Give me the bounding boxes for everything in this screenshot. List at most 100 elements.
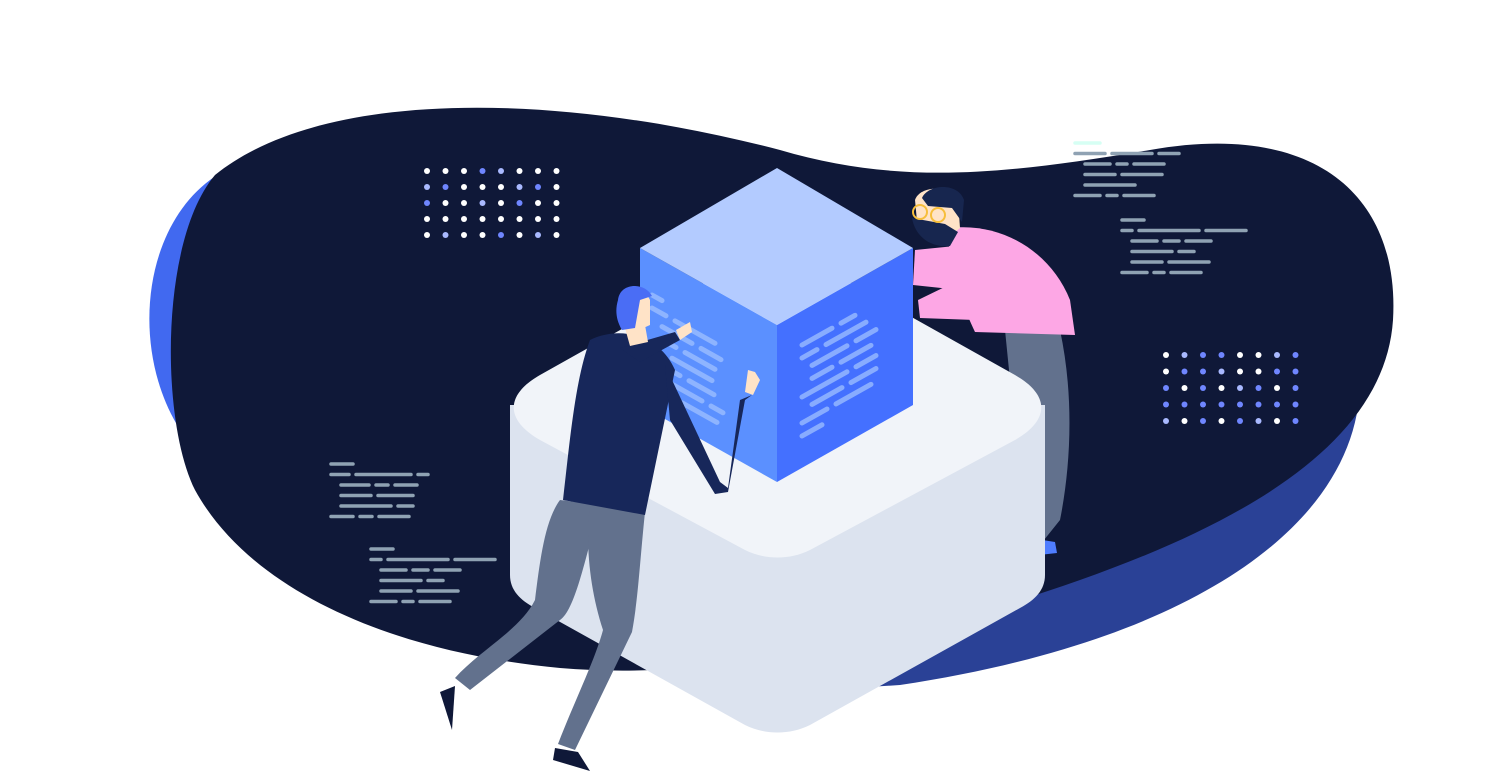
- cube-code-line: [698, 345, 724, 363]
- dot: [1218, 352, 1225, 358]
- cube-code-line: [823, 319, 869, 348]
- dot: [1200, 401, 1206, 408]
- dot: [1181, 401, 1188, 408]
- dot: [535, 232, 541, 238]
- dot: [1163, 385, 1169, 391]
- dot: [553, 200, 560, 206]
- cube-code-line: [659, 324, 695, 346]
- man2-torso: [949, 227, 1075, 335]
- man2-arm: [913, 245, 965, 290]
- dot: [1218, 401, 1225, 408]
- man1-leg-back: [455, 500, 600, 690]
- cube-code-line: [799, 406, 830, 426]
- code-cube: [640, 168, 913, 482]
- cube-right-face: [777, 248, 913, 482]
- cube-code-line: [809, 343, 850, 368]
- dot: [1200, 352, 1206, 358]
- dot: [498, 168, 504, 174]
- dot: [461, 184, 467, 190]
- dot: [1163, 418, 1169, 424]
- dot: [1274, 385, 1280, 391]
- dot: [1218, 418, 1225, 424]
- dot: [479, 216, 486, 222]
- cube-code-line: [853, 353, 879, 370]
- dot: [1237, 352, 1243, 358]
- dot: [1218, 368, 1225, 375]
- dot: [535, 200, 541, 206]
- man1-shoe-back: [440, 686, 455, 730]
- dot: [424, 216, 430, 222]
- dot-grid-top-left: [424, 168, 560, 238]
- dot: [498, 216, 504, 222]
- dot: [535, 184, 541, 190]
- cube-code-line: [833, 381, 874, 407]
- dot: [442, 184, 449, 190]
- cube-code-line: [649, 292, 665, 304]
- man1-leg-front: [558, 505, 645, 750]
- dot: [1292, 352, 1299, 358]
- cube-code-line: [838, 312, 858, 326]
- dot: [516, 168, 523, 174]
- dot: [1163, 401, 1169, 408]
- dot: [442, 168, 449, 174]
- man1-arm-right: [665, 365, 752, 494]
- dot-grid-right: [1163, 352, 1299, 424]
- dot: [516, 200, 523, 206]
- dot: [442, 232, 449, 238]
- dot: [1292, 418, 1299, 424]
- dot: [1200, 368, 1206, 375]
- cube-code-line: [799, 325, 835, 348]
- man2-hair: [922, 187, 964, 222]
- dot: [1237, 368, 1243, 375]
- cube-code-line: [682, 349, 718, 372]
- dot: [553, 184, 560, 190]
- dot: [498, 232, 504, 238]
- dot: [1292, 368, 1299, 375]
- dot: [461, 232, 467, 238]
- dot: [535, 168, 541, 174]
- dot: [424, 184, 430, 190]
- dot: [424, 200, 430, 206]
- cube-code-line: [809, 364, 835, 381]
- cube-code-line: [669, 381, 705, 404]
- dot: [1292, 385, 1299, 391]
- dot: [479, 168, 486, 174]
- cube-code-line: [848, 366, 879, 386]
- man1-shoe-front: [553, 748, 590, 771]
- dot: [1292, 401, 1299, 408]
- dot: [1255, 418, 1262, 424]
- dot: [1237, 385, 1243, 391]
- dot: [1274, 368, 1280, 375]
- dot: [1255, 385, 1262, 391]
- dot: [1237, 401, 1243, 408]
- dot: [479, 184, 486, 190]
- dot: [553, 216, 560, 222]
- dot: [1218, 385, 1225, 391]
- dot: [479, 200, 486, 206]
- cube-code-line: [799, 422, 825, 439]
- cube-top-face: [640, 168, 913, 325]
- cube-code-line: [649, 305, 669, 319]
- cube-code-line: [679, 400, 720, 425]
- dot: [1200, 385, 1206, 391]
- dot: [461, 200, 467, 206]
- dot: [1255, 352, 1262, 358]
- dot: [424, 232, 430, 238]
- dot: [442, 200, 449, 206]
- dot: [461, 216, 467, 222]
- dot: [1181, 368, 1188, 375]
- man1-hand-right: [745, 370, 760, 395]
- cube-code-lines: [649, 292, 879, 439]
- cube-code-line: [853, 327, 879, 344]
- dot: [424, 168, 430, 174]
- dot: [516, 216, 523, 222]
- dot: [516, 184, 523, 190]
- dot: [535, 216, 541, 222]
- cube-code-line: [708, 403, 726, 416]
- dot: [1181, 385, 1188, 391]
- man1-hand-left: [676, 322, 692, 340]
- dot: [498, 200, 504, 206]
- decorative-code-lines: [329, 141, 1248, 604]
- man-pointing: [440, 285, 760, 771]
